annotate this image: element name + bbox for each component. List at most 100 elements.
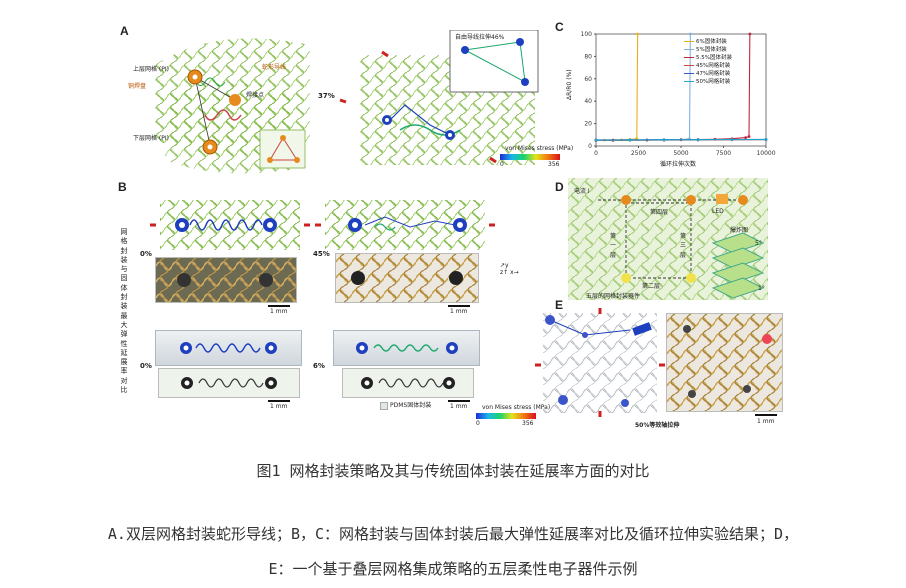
d-caption: 五层的网格封装器件 bbox=[586, 293, 641, 300]
b-pct-0a: 0% bbox=[140, 250, 152, 258]
x-tick-label: 0 bbox=[594, 150, 598, 157]
series-2-point bbox=[688, 32, 692, 36]
legend-item: 6%固体封装 bbox=[684, 38, 732, 46]
b-stress-bar bbox=[476, 413, 536, 419]
series-line-1 bbox=[595, 33, 639, 141]
e-scale: 1 mm bbox=[757, 418, 775, 425]
x-tick-label: 2500 bbox=[631, 150, 646, 157]
series-3-point bbox=[748, 32, 752, 36]
panel-b-label: B bbox=[118, 180, 127, 194]
y-tick-label: 0 bbox=[588, 143, 592, 150]
series-3-point bbox=[744, 136, 747, 139]
b-side-label: 网格封装与固体封装最大弹性延展率对比 bbox=[120, 228, 128, 395]
y-tick-label: 60 bbox=[584, 76, 592, 83]
e-scalebar bbox=[755, 414, 777, 416]
x-tick-label: 5000 bbox=[673, 150, 688, 157]
b-scale-4: 1 mm bbox=[450, 403, 468, 410]
series-6-point bbox=[696, 138, 700, 142]
legend-item: 5%固体封装 bbox=[684, 46, 732, 54]
c-legend: 6%固体封装 5%固体封装 5.5%固体封装 45%网格封装 47%网格封装 5… bbox=[684, 38, 732, 86]
y-tick-label: 100 bbox=[581, 31, 593, 38]
b-scalebar-3 bbox=[268, 400, 290, 402]
pdms-swatch bbox=[380, 402, 388, 410]
d-layer1: 第一层 bbox=[609, 233, 616, 259]
b-photo-45 bbox=[335, 253, 479, 303]
d-explode: 爆炸图 bbox=[730, 227, 749, 234]
upper-mesh-label: 上层网格 (PI) bbox=[133, 66, 169, 73]
b-photo-0b bbox=[158, 368, 300, 398]
solder-label: 焊接点 bbox=[246, 92, 265, 99]
b-stress-label: von Mises stress (MPa) bbox=[482, 404, 551, 411]
plot-frame bbox=[595, 33, 767, 147]
a-stress-bar bbox=[500, 154, 560, 160]
b-pct-6: 6% bbox=[313, 362, 325, 370]
c-xlabel: 循环拉伸次数 bbox=[660, 161, 697, 168]
d-led: LED bbox=[712, 208, 724, 215]
y-tick-label: 20 bbox=[584, 121, 592, 128]
y-tick-label: 40 bbox=[584, 98, 592, 105]
series-6-point bbox=[764, 138, 768, 141]
a-pct-label: 37% bbox=[318, 92, 335, 100]
d-current: 电流 I bbox=[574, 188, 590, 195]
pdms-label: PDMS固体封装 bbox=[390, 402, 432, 409]
b-scale-3: 1 mm bbox=[270, 403, 288, 410]
figure-caption-line2: E：一个基于叠层网格集成策略的五层柔性电子器件示例 bbox=[268, 560, 638, 578]
panel-a-label: A bbox=[120, 24, 129, 38]
cyclic-chart: 0 20 40 60 80 100 0 2500 5000 7500 10000 bbox=[581, 31, 776, 157]
series-1-point bbox=[636, 32, 640, 36]
series-line-2 bbox=[595, 33, 691, 141]
a-stress-max: 356 bbox=[548, 161, 560, 168]
b-scalebar-1 bbox=[268, 305, 290, 307]
b-sim-0 bbox=[150, 200, 310, 250]
a-stress-label: von Mises stress (MPa) bbox=[505, 145, 574, 152]
b-scale-2: 1 mm bbox=[450, 308, 468, 315]
panel-d-illustration bbox=[568, 178, 768, 300]
panel-e-label: E bbox=[555, 298, 564, 312]
panel-d-label: D bbox=[555, 180, 564, 194]
series-6-point bbox=[594, 138, 598, 142]
b-stress-max: 356 bbox=[522, 420, 534, 427]
panel-e-photo bbox=[666, 313, 783, 412]
b-photo-0 bbox=[155, 257, 297, 303]
legend-item: 47%网格封装 bbox=[684, 70, 732, 78]
x-tick-label: 7500 bbox=[716, 150, 731, 157]
a-stress-min: 0 bbox=[500, 161, 504, 168]
b-stress-min: 0 bbox=[476, 420, 480, 427]
legend-item: 50%网格封装 bbox=[684, 78, 732, 86]
b-scale-1: 1 mm bbox=[270, 308, 288, 315]
legend-item: 5.5%固体封装 bbox=[684, 54, 732, 62]
series-3-point bbox=[747, 135, 751, 138]
d-layer3: 第三层 bbox=[679, 233, 686, 259]
figure-caption-line1: A.双层网格封装蛇形导线；B，C：网格封装与固体封装后最大弹性延展率对比及循环拉… bbox=[107, 525, 799, 543]
b-scalebar-2 bbox=[448, 305, 470, 307]
panel-a-simulation bbox=[339, 30, 539, 165]
pad-label: 铜焊盘 bbox=[128, 83, 147, 90]
e-caption: 50%等效轴拉伸 bbox=[635, 422, 680, 429]
free-stretch-label: 自由导线拉伸46% bbox=[455, 34, 505, 41]
series-6-point bbox=[730, 138, 734, 142]
b-pct-45: 45% bbox=[313, 250, 330, 258]
b-sim-45 bbox=[315, 200, 495, 250]
b-pct-0b: 0% bbox=[140, 362, 152, 370]
b-scalebar-4 bbox=[448, 400, 470, 402]
d-angle-bottom: 1° bbox=[758, 285, 765, 292]
series-6-point bbox=[662, 138, 666, 142]
legend-item: 45%网格封装 bbox=[684, 62, 732, 70]
panel-c-label: C bbox=[555, 20, 564, 34]
series-line-6 bbox=[595, 138, 767, 141]
x-tick-label: 10000 bbox=[756, 150, 775, 157]
panel-e-illustration bbox=[535, 308, 665, 417]
b-slab-6 bbox=[333, 330, 480, 366]
series-6-point bbox=[628, 138, 632, 142]
serpentine-label: 蛇形导线 bbox=[262, 64, 287, 71]
d-layer2: 第二层 bbox=[642, 283, 661, 290]
y-tick-label: 80 bbox=[584, 53, 592, 60]
figure-title: 图1 网格封装策略及其与传统固体封装在延展率方面的对比 bbox=[256, 462, 650, 480]
d-layer4: 第四层 bbox=[650, 209, 669, 216]
b-photo-6 bbox=[342, 368, 474, 398]
panel-a-illustration bbox=[155, 38, 310, 174]
lower-mesh-label: 下层网格 (PI) bbox=[133, 135, 169, 142]
d-angle-top: 5° bbox=[755, 240, 762, 247]
b-slab-0 bbox=[155, 330, 302, 366]
